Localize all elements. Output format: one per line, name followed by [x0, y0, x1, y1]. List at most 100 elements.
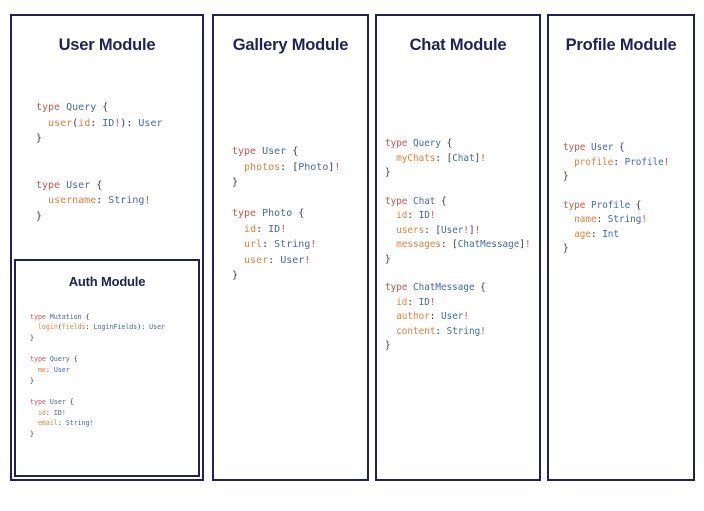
code-token: Query [49, 355, 70, 364]
code-token [385, 311, 396, 322]
code-token [563, 229, 574, 240]
code-token [385, 225, 396, 236]
code-token: } [30, 376, 34, 385]
code-token: : [407, 296, 419, 308]
code-token: Profile [624, 156, 664, 168]
code-token: { [474, 282, 486, 294]
module-panel-chat[interactable]: Chat Module type Query { myChats: [Chat]… [375, 14, 541, 481]
code-token: ] [469, 224, 475, 236]
code-token: user [244, 254, 269, 266]
code-token: ! [429, 210, 436, 222]
code-token: myChats [396, 152, 436, 164]
code-token: age [574, 228, 591, 240]
code-token: User [66, 179, 91, 191]
code-token: Mutation [49, 312, 82, 321]
code-token: type [36, 102, 61, 113]
code-token: photos [244, 161, 281, 173]
code-token: Chat [452, 152, 475, 164]
code-token: content [396, 325, 436, 337]
code-token [385, 297, 396, 308]
schema-code-profile: type User { profile: Profile! } type Pro… [563, 141, 669, 256]
code-token [30, 323, 38, 331]
code-token: User [441, 224, 464, 236]
code-token: LoginFields [93, 323, 138, 332]
code-token: ): [137, 323, 150, 332]
code-token: : [268, 254, 281, 266]
code-token: } [36, 133, 43, 144]
code-token: User [149, 323, 166, 332]
code-token: } [30, 429, 34, 438]
code-token: fields [61, 323, 86, 332]
code-token: : [ [435, 152, 453, 164]
panel-title-chat: Chat Module [409, 36, 507, 54]
code-token: users [396, 224, 425, 236]
code-token: profile [574, 156, 614, 168]
code-token: { [81, 312, 90, 321]
code-token: ID [53, 408, 62, 417]
code-token: username [48, 195, 97, 206]
code-token: ! [474, 224, 481, 236]
module-panel-auth[interactable]: Auth Module type Mutation { login(fields… [14, 259, 200, 477]
code-token: ! [310, 239, 317, 250]
code-token: ! [663, 156, 670, 168]
code-token: type [563, 199, 586, 211]
code-token: type [30, 397, 46, 406]
code-token: } [563, 171, 569, 183]
code-token: id [396, 210, 408, 222]
code-token: ] [328, 161, 335, 173]
code-token: ( [57, 323, 62, 332]
code-token: } [563, 243, 569, 255]
code-token: ! [429, 296, 436, 308]
code-token: : [85, 323, 94, 332]
code-token: id [37, 408, 46, 417]
code-token [563, 214, 574, 225]
code-token: ! [463, 224, 469, 236]
code-token: } [232, 177, 239, 188]
panel-title-profile: Profile Module [565, 36, 677, 54]
code-token [232, 224, 244, 235]
code-token: login [37, 323, 58, 332]
code-token: messages [396, 239, 441, 251]
code-token: { [90, 179, 103, 191]
code-token: type [563, 142, 586, 154]
module-panel-user[interactable]: User Module type Query { user(id: ID!): … [10, 14, 204, 481]
code-token [30, 419, 38, 427]
code-token: String [274, 239, 311, 250]
code-token: : [407, 210, 419, 222]
code-token: ChatMessage [457, 239, 520, 251]
code-token: ! [641, 214, 647, 226]
code-token [563, 157, 574, 168]
code-token: id [396, 296, 408, 308]
code-token: ID [268, 223, 281, 235]
code-token: type [232, 146, 257, 157]
code-token [30, 366, 38, 374]
code-token: ! [480, 152, 486, 164]
code-token: User [591, 142, 614, 154]
code-token: ID [418, 296, 430, 308]
code-token: : [596, 214, 608, 226]
code-token: User [138, 117, 163, 129]
code-token: Chat [413, 195, 436, 207]
code-token: { [96, 102, 109, 113]
code-token: user [48, 117, 73, 129]
module-panel-gallery[interactable]: Gallery Module type User { photos: [Phot… [212, 14, 369, 481]
code-token: ! [463, 311, 469, 323]
code-token: ( [72, 117, 79, 129]
code-token: { [613, 142, 625, 154]
code-token: ! [480, 325, 486, 337]
code-token: : [256, 223, 269, 235]
code-token: url [244, 239, 263, 250]
code-token: type [385, 282, 408, 294]
code-token: Photo [298, 161, 329, 173]
code-token: email [37, 419, 58, 428]
code-token: : [262, 239, 275, 250]
code-token: User [262, 146, 287, 157]
module-panel-profile[interactable]: Profile Module type User { profile: Prof… [547, 14, 695, 481]
code-token: Query [66, 102, 97, 113]
code-token: id [78, 117, 91, 129]
code-token: : [429, 311, 441, 323]
code-token: ] [474, 152, 481, 164]
code-token: } [385, 253, 391, 265]
schema-code-auth: type Mutation { login(fields: LoginField… [30, 312, 165, 440]
code-token: } [385, 339, 391, 351]
